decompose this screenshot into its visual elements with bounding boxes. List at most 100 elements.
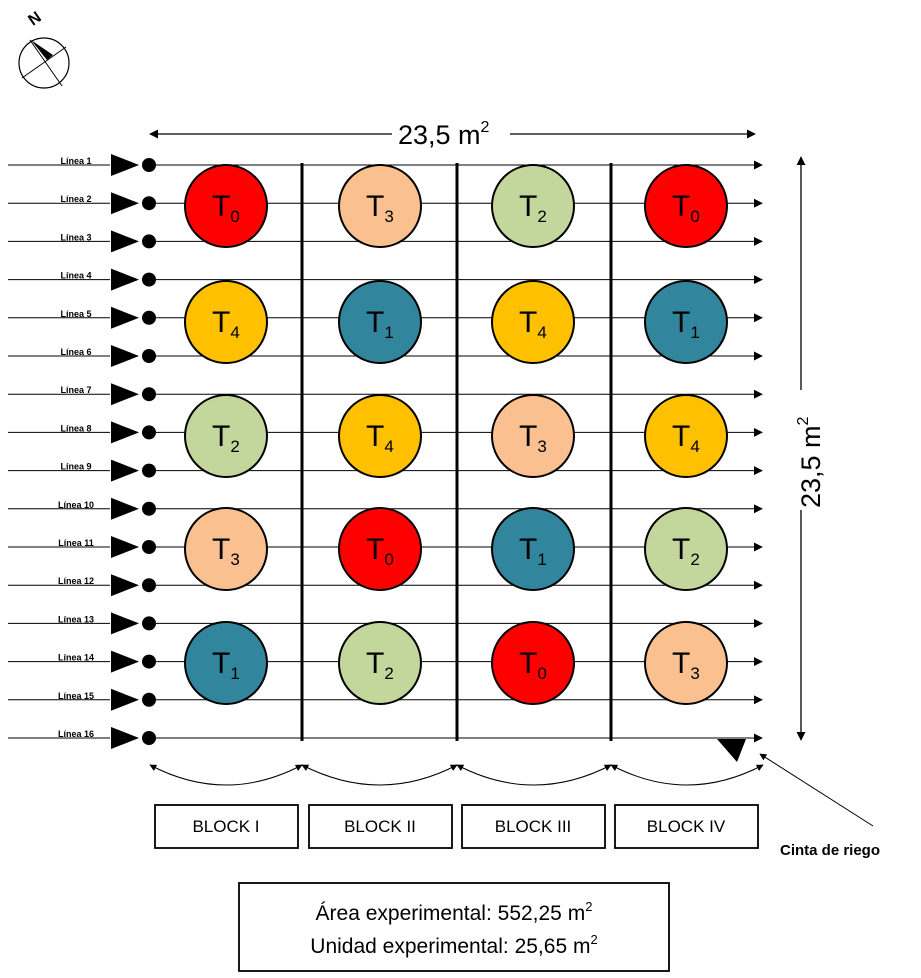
block-curved-arrows	[149, 764, 764, 786]
treatment-plot: T1	[184, 621, 268, 705]
north-compass-icon: N	[18, 9, 70, 89]
inlet-arrow-icon	[111, 574, 139, 597]
emitter-dot-icon	[142, 196, 156, 211]
irrigation-line: Línea 3	[8, 230, 763, 253]
treatment-label: T4	[212, 306, 240, 342]
irrigation-line: Línea 12	[8, 574, 763, 597]
height-dimension: 23,5 m2	[795, 156, 826, 741]
treatment-circle	[644, 164, 728, 248]
irrigation-line: Línea 16	[8, 727, 763, 749]
line-label: Línea 10	[58, 500, 94, 510]
irrigation-line: Línea 10	[8, 497, 763, 520]
line-label: Línea 11	[58, 538, 94, 548]
line-label: Línea 2	[60, 194, 91, 204]
irrigation-line: Línea 9	[8, 459, 763, 482]
treatment-label: T4	[366, 420, 394, 456]
treatment-circle	[184, 621, 268, 705]
treatment-plot: T2	[184, 394, 268, 478]
irrigation-line: Línea 7	[8, 383, 763, 406]
area-summary-box: Área experimental: 552,25 m2 Unidad expe…	[238, 882, 670, 972]
emitter-dot-icon	[142, 692, 156, 707]
inlet-arrow-icon	[111, 192, 139, 215]
inlet-arrow-icon	[111, 154, 139, 176]
inlet-arrow-icon	[111, 497, 139, 520]
treatment-plot: T4	[338, 394, 422, 478]
block-label-2: BLOCK II	[344, 817, 416, 836]
emitter-dot-icon	[142, 578, 156, 593]
emitter-dot-icon	[142, 158, 156, 172]
treatment-circle	[184, 164, 268, 248]
treatment-plot: T4	[644, 394, 728, 478]
treatment-plot: T2	[491, 164, 575, 248]
treatment-plot: T3	[644, 621, 728, 705]
treatment-label: T3	[366, 190, 394, 226]
treatment-circle	[184, 280, 268, 364]
inlet-arrow-icon	[111, 421, 139, 444]
inlet-arrow-icon	[111, 688, 139, 711]
emitter-dot-icon	[142, 463, 156, 478]
treatment-label: T4	[519, 306, 547, 342]
treatment-circle	[184, 507, 268, 591]
irrigation-line: Línea 11	[8, 536, 763, 558]
treatment-label: T1	[519, 533, 547, 569]
treatment-circle	[338, 394, 422, 478]
treatment-circle	[338, 621, 422, 705]
treatment-circle	[184, 394, 268, 478]
treatment-label: T1	[212, 647, 240, 683]
treatment-circle	[644, 621, 728, 705]
treatment-plot: T2	[338, 621, 422, 705]
emitter-dot-icon	[142, 654, 156, 669]
treatment-label: T4	[672, 420, 700, 456]
treatment-circle	[491, 621, 575, 705]
line-label: Línea 13	[58, 614, 94, 624]
line-label: Línea 4	[60, 271, 91, 281]
treatment-label: T1	[672, 306, 700, 342]
treatment-plot: T0	[338, 507, 422, 591]
inlet-arrow-icon	[111, 306, 139, 329]
line-label: Línea 6	[60, 347, 91, 357]
treatment-plot: T0	[491, 621, 575, 705]
inlet-arrow-icon	[111, 727, 139, 749]
treatment-plot: T1	[644, 280, 728, 364]
irrigation-line: Línea 4	[8, 268, 763, 291]
treatment-circle	[338, 280, 422, 364]
treatment-plot: T1	[491, 507, 575, 591]
line-label: Línea 3	[60, 232, 91, 242]
treatment-plot: T0	[184, 164, 268, 248]
treatment-circle	[338, 164, 422, 248]
treatment-label: T1	[366, 306, 394, 342]
treatment-plot: T0	[644, 164, 728, 248]
line-label: Línea 14	[58, 653, 94, 663]
line-label: Línea 9	[60, 462, 91, 472]
irrigation-line: Línea 6	[8, 345, 763, 367]
treatment-label: T3	[212, 533, 240, 569]
inlet-arrow-icon	[111, 459, 139, 482]
treatment-label: T0	[519, 647, 547, 683]
treatment-plot: T3	[184, 507, 268, 591]
emitter-dot-icon	[142, 234, 156, 249]
treatment-label: T3	[519, 420, 547, 456]
cinta-de-riego-label: Cinta de riego	[780, 842, 880, 859]
inlet-arrow-icon	[111, 650, 139, 673]
line-label: Línea 12	[58, 576, 94, 586]
line-label: Línea 16	[58, 729, 94, 739]
irrigation-line: Línea 15	[8, 688, 763, 711]
emitter-dot-icon	[142, 616, 156, 631]
inlet-arrow-icon	[111, 345, 139, 367]
emitter-dot-icon	[142, 540, 156, 554]
treatment-label: T2	[672, 533, 700, 569]
treatment-label: T2	[366, 647, 394, 683]
line-label: Línea 7	[60, 385, 91, 395]
experimental-unit-text: Unidad experimental: 25,65 m2	[310, 932, 597, 958]
treatment-circle	[644, 507, 728, 591]
treatment-circle	[644, 394, 728, 478]
treatment-plot: T3	[491, 394, 575, 478]
line-label: Línea 5	[60, 309, 91, 319]
treatment-label: T0	[212, 190, 240, 226]
treatment-circle	[491, 280, 575, 364]
block-dividers	[300, 163, 613, 741]
treatment-label: T0	[672, 190, 700, 226]
block-labels: BLOCK I BLOCK II BLOCK III BLOCK IV	[154, 804, 759, 849]
